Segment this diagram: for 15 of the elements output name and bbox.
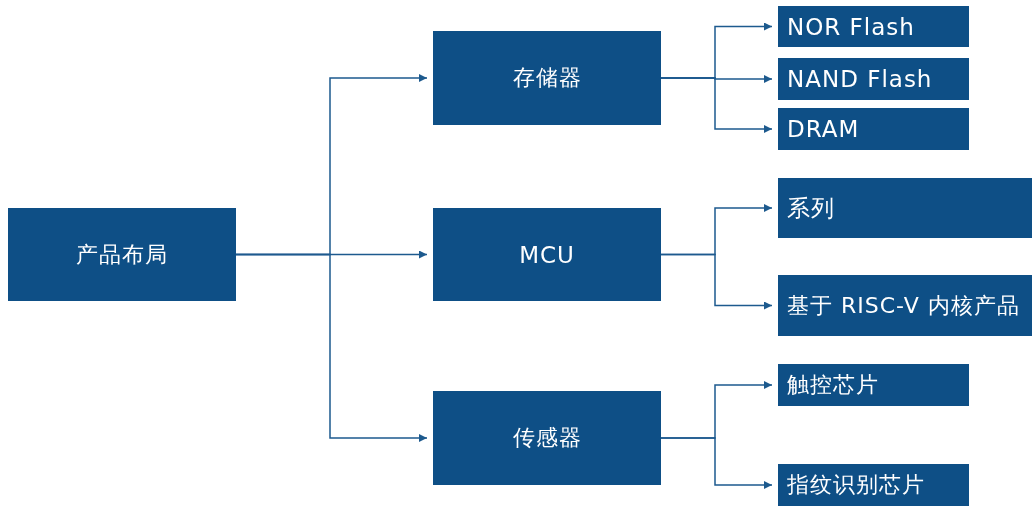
category-box: 传感器 bbox=[433, 391, 661, 485]
arrow bbox=[235, 253, 428, 442]
category-box: 指纹识别芯片 bbox=[778, 464, 969, 506]
category-box: 产品布局 bbox=[8, 208, 236, 301]
category-box: NOR Flash bbox=[778, 6, 969, 47]
category-box: MCU bbox=[433, 208, 661, 301]
category-box: DRAM bbox=[778, 108, 969, 150]
arrow bbox=[660, 253, 773, 310]
category-box: 系列 bbox=[778, 178, 1032, 238]
category-box: 基于 RISC-V 内核产品 bbox=[778, 275, 1032, 336]
category-box: 触控芯片 bbox=[778, 364, 969, 406]
category-box: 存储器 bbox=[433, 31, 661, 125]
arrow bbox=[660, 77, 773, 133]
category-box: NAND Flash bbox=[778, 58, 969, 100]
arrow bbox=[660, 437, 773, 489]
